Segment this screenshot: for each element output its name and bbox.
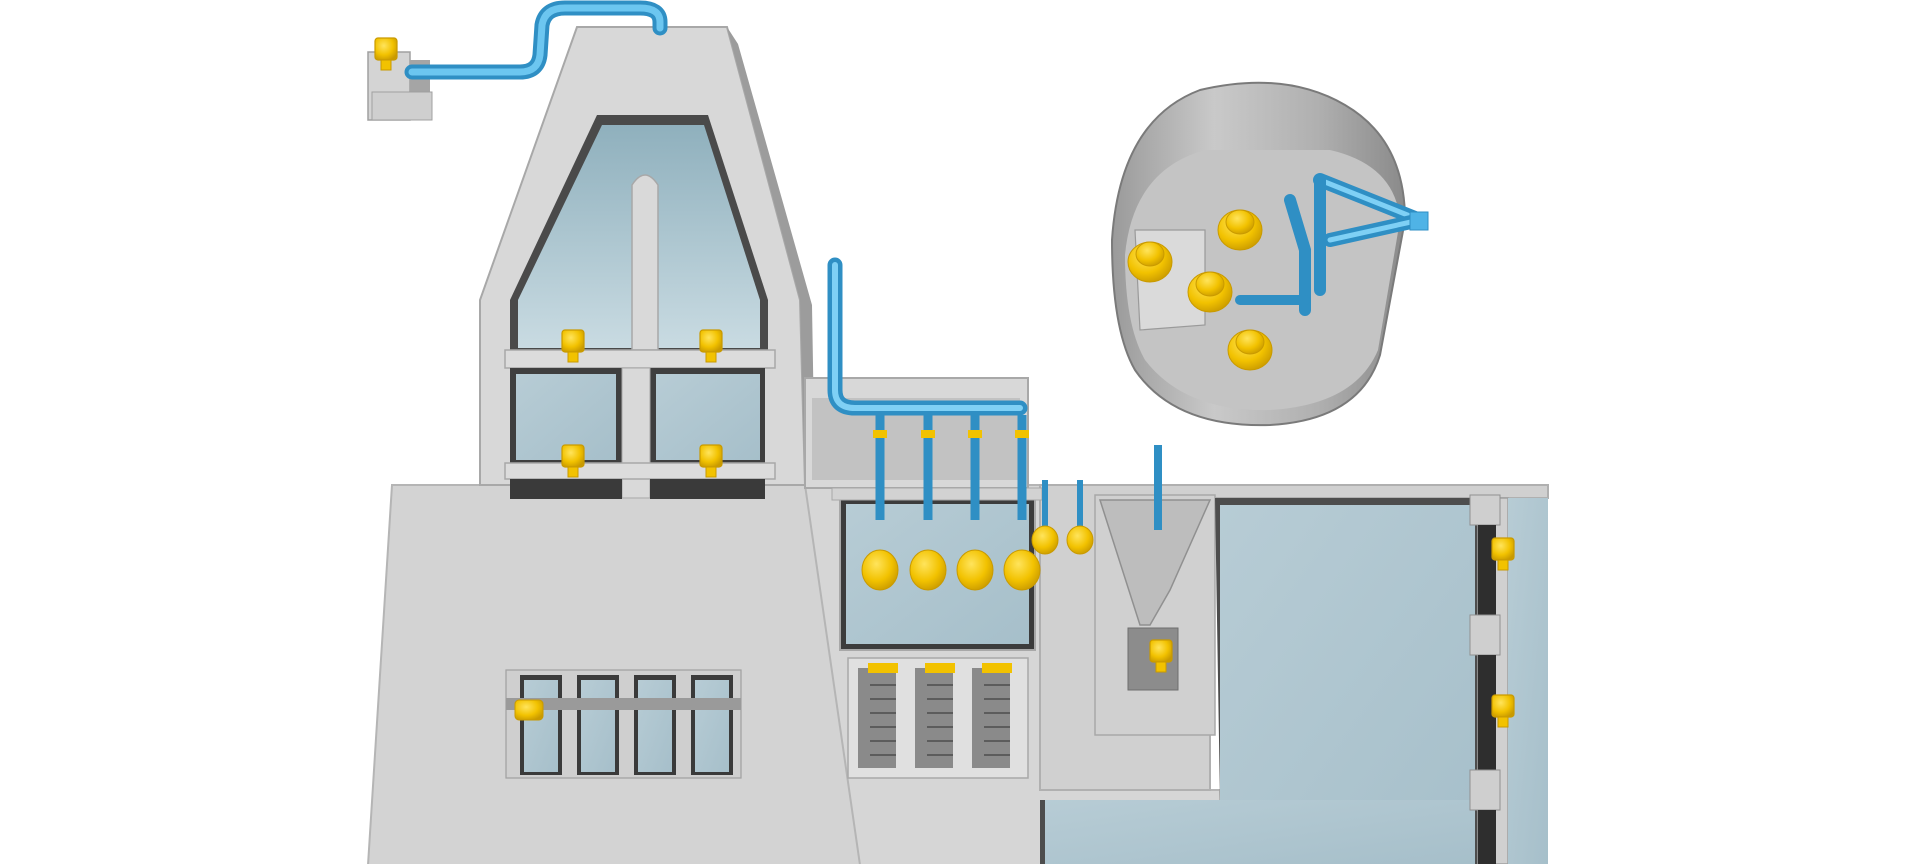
inlet-valve-post: [367, 51, 433, 121]
bar-screen-icon: [925, 663, 955, 756]
submersible-pump-icon: [909, 415, 947, 591]
submersible-pump-icon: [1031, 480, 1059, 555]
valve-actuator-icon: [1491, 537, 1515, 571]
valve-actuator-icon: [374, 37, 398, 71]
submersible-pump-icon: [1003, 415, 1041, 591]
distribution-chamber: [804, 257, 1029, 489]
valve-actuator-icon: [561, 444, 585, 478]
submersible-pump-icon: [1127, 241, 1173, 283]
pump-wet-well: [1110, 81, 1429, 427]
valve-actuator-icon: [1491, 694, 1515, 728]
submersible-pump-icon: [1227, 329, 1273, 371]
settling-basin: [1040, 494, 1548, 864]
submersible-pump-icon: [956, 415, 994, 591]
bar-screens-left: [505, 669, 742, 779]
valve-actuator-icon: [699, 444, 723, 478]
valve-actuator-icon: [699, 329, 723, 363]
inlet-pipe: [404, 0, 668, 80]
valve-actuator-icon: [1149, 639, 1173, 673]
submersible-pump-icon: [1066, 480, 1094, 555]
bar-screen-icon: [868, 663, 898, 756]
mixer-icon: [514, 699, 544, 721]
valve-actuator-icon: [561, 329, 585, 363]
screen-channels: [847, 657, 1029, 779]
grit-classifier: [1094, 445, 1216, 736]
submersible-pump-icon: [861, 415, 899, 591]
bar-screen-icon: [982, 663, 1012, 756]
submersible-pump-icon: [1187, 271, 1233, 313]
submersible-pump-icon: [1217, 209, 1263, 251]
grit-tank-structure: [479, 26, 815, 499]
equipment-layer: [374, 37, 1515, 756]
